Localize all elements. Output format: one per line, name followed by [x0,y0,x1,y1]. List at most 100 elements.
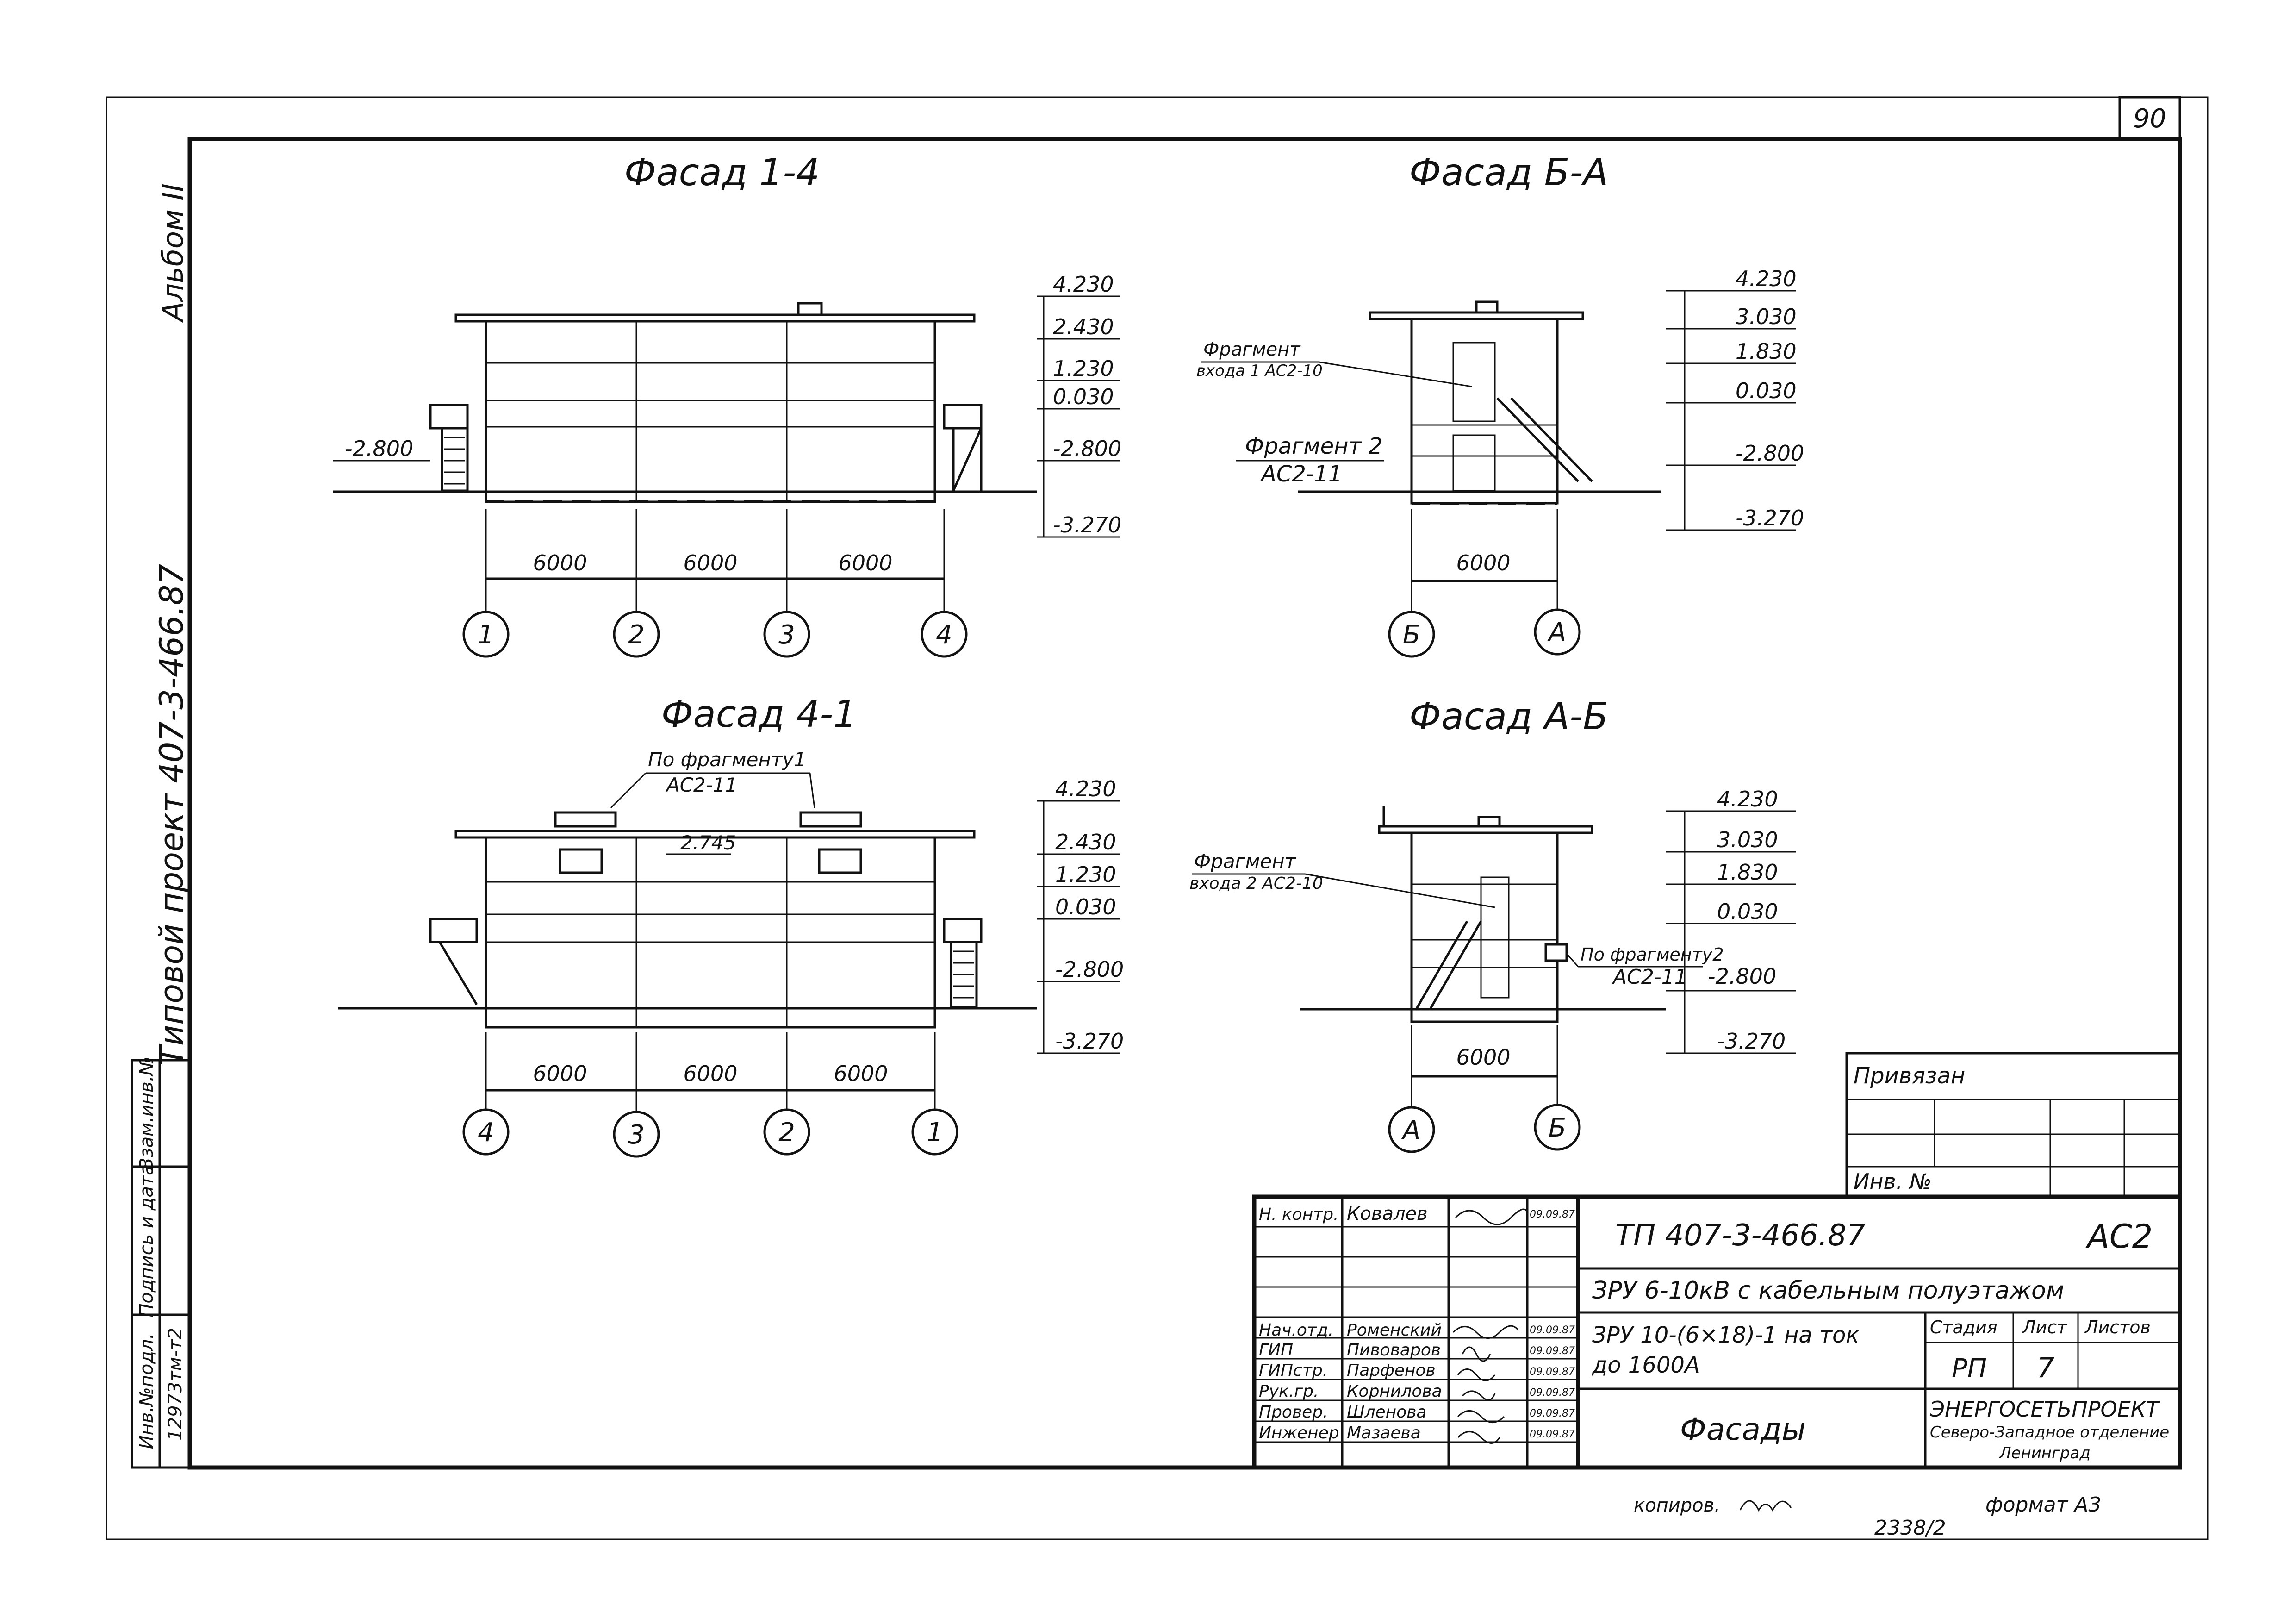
stamp-title-1: ЗРУ 10-(6×18)-1 на ток [1592,1322,1859,1348]
axis-label: 4 [478,1118,494,1148]
level: -2.800 [1055,957,1124,982]
level: -2.800 [1708,964,1776,989]
axis-label: 3 [778,620,795,650]
axis-label: 2 [628,620,645,650]
stamp: Н. контр. Ковалев 09.09.87 Нач.отд. Роме… [1252,1194,2182,1470]
callout-text: По фрагменту1 [648,748,806,771]
left-strip: Взам.инв.№ Подпись и дата Инв.№подл. 129… [131,1056,191,1469]
facade-4-1: Фасад 4-1 По фрагменту1 АС2-11 2.745 4.2… [338,693,1124,1158]
stamp-name: Ковалев [1347,1203,1428,1224]
attach-inv-label: Инв. № [1854,1169,1932,1194]
level: -3.270 [1717,1029,1786,1054]
attach-label: Привязан [1854,1063,1965,1089]
stage-value: РП [1952,1354,1987,1384]
stamp-date: 09.09.87 [1530,1429,1575,1440]
level: 3.030 [1736,304,1797,329]
album-label: Альбом II [156,183,190,323]
stamp-title-2: до 1600А [1592,1352,1700,1378]
dim: 6000 [1456,550,1510,575]
stamp-date: 09.09.87 [1530,1408,1575,1419]
stage-label: Стадия [1930,1317,1997,1337]
org-branch: Северо-Западное отделение [1930,1423,2169,1442]
stamp-date: 09.09.87 [1530,1324,1575,1336]
dim: 6000 [838,550,892,575]
sheet-number: 90 [2133,104,2166,134]
inner-level: 2.745 [680,831,736,854]
level: 4.230 [1736,266,1797,291]
stamp-name: Роменский [1347,1321,1442,1340]
level: 4.230 [1053,272,1114,297]
axis-label: 1 [478,620,494,650]
level: -2.800 [1053,436,1121,461]
stamp-date: 09.09.87 [1530,1366,1575,1378]
callout-text: Фрагмент 2 [1245,433,1382,459]
axis-label: 2 [778,1118,795,1148]
org-city: Ленинград [1998,1444,2091,1462]
strip-label-sign: Подпись и дата [136,1164,157,1317]
dim: 6000 [533,1061,587,1086]
stamp-name: Пивоваров [1347,1341,1441,1360]
level: 4.230 [1055,776,1116,801]
stamp-role: Нач.отд. [1259,1321,1333,1340]
level: -3.270 [1053,512,1121,537]
stamp-date: 09.09.87 [1530,1209,1575,1220]
strip-label-inv: Инв.№подл. [136,1333,157,1449]
level: 1.230 [1053,356,1114,381]
facade-a-b: Фасад А-Б Фрагмент входа 2 АС2-10 По фра… [1189,695,1796,1153]
attach-block: Привязан Инв. № [1845,1052,2181,1198]
stamp-name: Парфенов [1347,1361,1436,1380]
stamp-date: 09.09.87 [1530,1345,1575,1357]
copied-label: копиров. [1634,1495,1720,1516]
archive-number: 2338/2 [1874,1516,1946,1540]
stamp-name: Шленова [1347,1403,1427,1422]
level: 1.830 [1736,339,1797,364]
stamp-code: ТП 407-3-466.87 [1615,1218,1866,1253]
level: 0.030 [1055,894,1116,919]
axis-label: 1 [927,1118,943,1148]
strip-label-replace: Взам.инв.№ [136,1056,157,1170]
dim: 6000 [834,1061,888,1086]
axis-label: Б [1403,620,1420,650]
callout-text: Фрагмент [1194,850,1297,873]
level: 4.230 [1717,787,1778,812]
facade-title: Фасад А-Б [1409,695,1608,738]
sheet-frame: 90 [106,96,2209,1540]
facade-title: Фасад Б-А [1409,151,1608,194]
callout-text: входа 1 АС2-10 [1196,362,1323,380]
sheet-value: 7 [2037,1352,2054,1384]
axis-label: А [1547,618,1566,648]
level: 1.830 [1717,860,1778,885]
dim: 6000 [1456,1045,1510,1070]
stamp-mark: АС2 [2085,1218,2153,1255]
project-side-label: Типовой проект 407-3-466.87 [153,564,191,1066]
stamp-role: Провер. [1259,1403,1328,1422]
level: 0.030 [1736,378,1797,403]
sheet-title: Фасады [1680,1412,1806,1447]
sheets-label: Листов [2084,1317,2151,1337]
level: 2.430 [1053,314,1114,339]
stamp-role: ГИПстр. [1259,1361,1328,1380]
dim: 6000 [533,550,587,575]
stamp-role: Рук.гр. [1259,1382,1319,1401]
level: -2.800 [1736,441,1804,466]
callout-text: Фрагмент [1203,339,1301,360]
stamp-object: ЗРУ 6-10кВ с кабельным полуэтажом [1592,1277,2064,1305]
facade-1-4: Фасад 1-4 4.230 2.430 1.230 0.030 -2.80 [333,151,1121,658]
level: 0.030 [1717,899,1778,924]
dim: 6000 [683,550,737,575]
stamp-role: ГИП [1259,1341,1293,1360]
facade-b-a: Фасад Б-А Фрагмент входа 1 АС2-10 Фрагме… [1196,151,1804,658]
stamp-name: Корнилова [1347,1382,1442,1401]
dim: 6000 [683,1061,737,1086]
callout-text: АС2-11 [665,774,737,796]
stamp-role: Н. контр. [1259,1205,1339,1224]
org-name: ЭНЕРГОСЕТЬПРОЕКТ [1929,1397,2160,1422]
callout-text: входа 2 АС2-10 [1189,874,1323,893]
level: 1.230 [1055,862,1116,887]
level: -3.270 [1736,506,1804,531]
level: 3.030 [1717,827,1778,852]
callout-text: По фрагменту2 [1580,944,1724,965]
footer: копиров. формат А3 2338/2 [1634,1493,2101,1540]
strip-inv-value: 12973тм-т2 [165,1328,186,1441]
